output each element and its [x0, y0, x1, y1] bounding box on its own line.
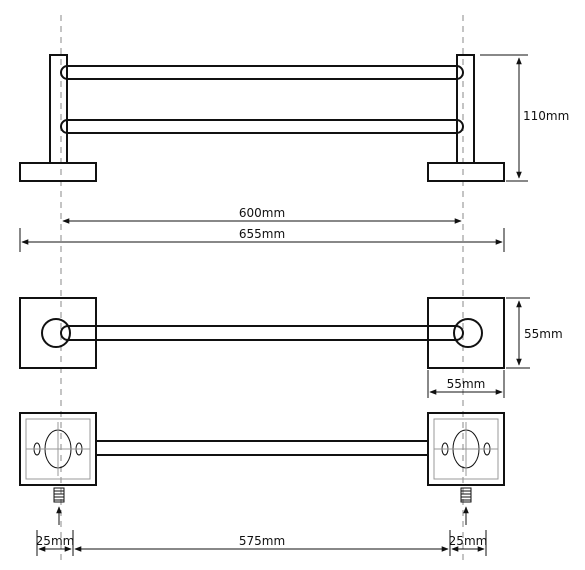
left-screw-icon [53, 487, 65, 525]
left-end-cap [41, 318, 71, 348]
right-foot [427, 162, 505, 182]
mounting-view: 25mm 575mm 25mm [19, 412, 505, 556]
front-view: 110mm [19, 54, 569, 182]
right-offset-label: 25mm [449, 534, 488, 548]
width-dimensions: 600mm 655mm [19, 206, 505, 252]
left-foot [19, 162, 97, 182]
inner-span-label: 600mm [239, 206, 285, 220]
left-plate [19, 297, 97, 369]
right-plate [427, 297, 505, 369]
right-screw-icon [460, 487, 472, 525]
right-mount-plate [427, 412, 505, 486]
plate-height-label: 55mm [524, 327, 563, 341]
centerlines [60, 15, 464, 560]
top-view: 55mm 55mm [19, 297, 563, 398]
overall-width-label: 655mm [239, 227, 285, 241]
left-offset-label: 25mm [36, 534, 75, 548]
top-rail [60, 325, 464, 341]
upper-rail [60, 65, 464, 80]
left-post [49, 54, 68, 164]
right-end-cap [453, 318, 483, 348]
left-bracket-detail [26, 422, 90, 476]
lower-rail [60, 119, 464, 134]
left-mount-plate [19, 412, 97, 486]
height-dimension-label: 110mm [523, 109, 569, 123]
bar-span-label: 575mm [239, 534, 285, 548]
right-bracket-detail [434, 422, 498, 476]
right-post [456, 54, 475, 164]
plate-width-label: 55mm [447, 377, 486, 391]
